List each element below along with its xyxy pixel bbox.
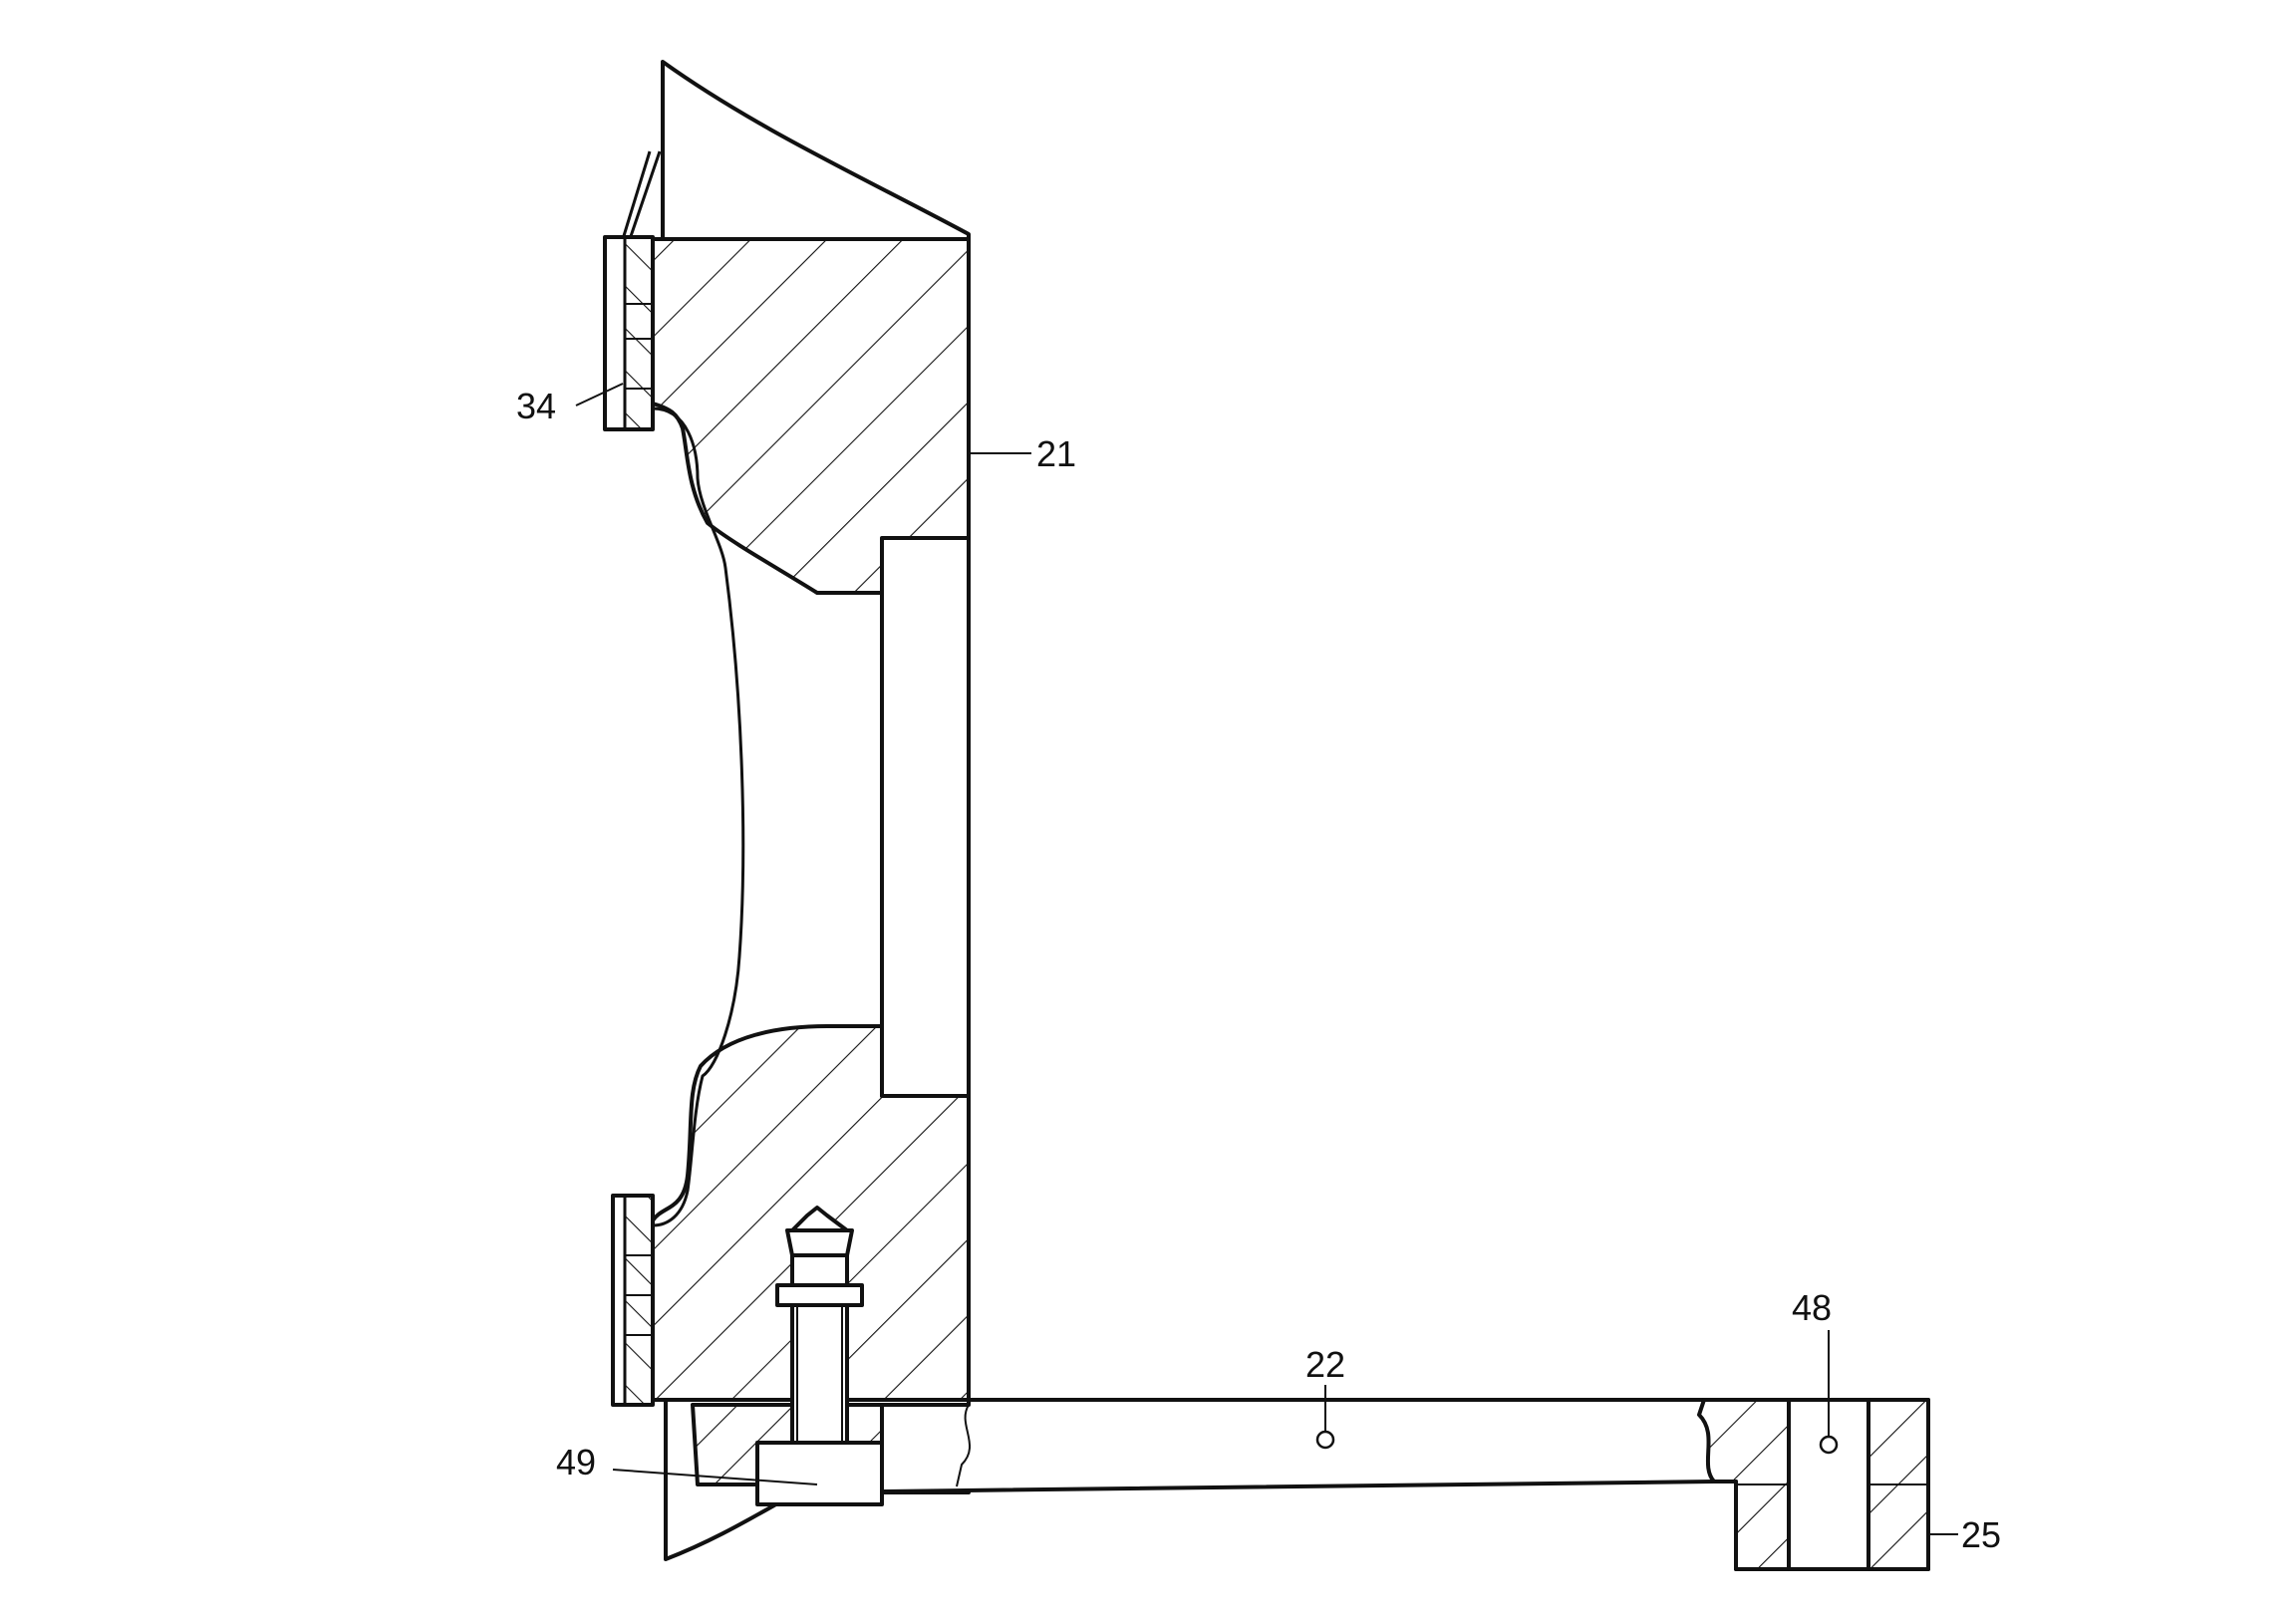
upper-ring-34 xyxy=(603,235,655,431)
upper-tapered-element xyxy=(621,60,971,241)
label-49: 49 xyxy=(556,1442,596,1483)
label-22: 22 xyxy=(1305,1344,1345,1385)
label-21: 21 xyxy=(1036,433,1076,474)
plate-center-marker xyxy=(1315,1430,1335,1450)
block-25 xyxy=(1697,1398,1930,1571)
label-25: 25 xyxy=(1961,1514,2001,1555)
main-body-21 xyxy=(651,237,971,1402)
lower-ring xyxy=(611,1194,655,1407)
label-48: 48 xyxy=(1792,1287,1832,1328)
label-34: 34 xyxy=(516,386,556,426)
pin-48-marker xyxy=(1819,1435,1839,1455)
screw-49 xyxy=(755,1206,884,1506)
leader-lines xyxy=(575,383,1958,1535)
cavity-profile xyxy=(652,406,745,1227)
